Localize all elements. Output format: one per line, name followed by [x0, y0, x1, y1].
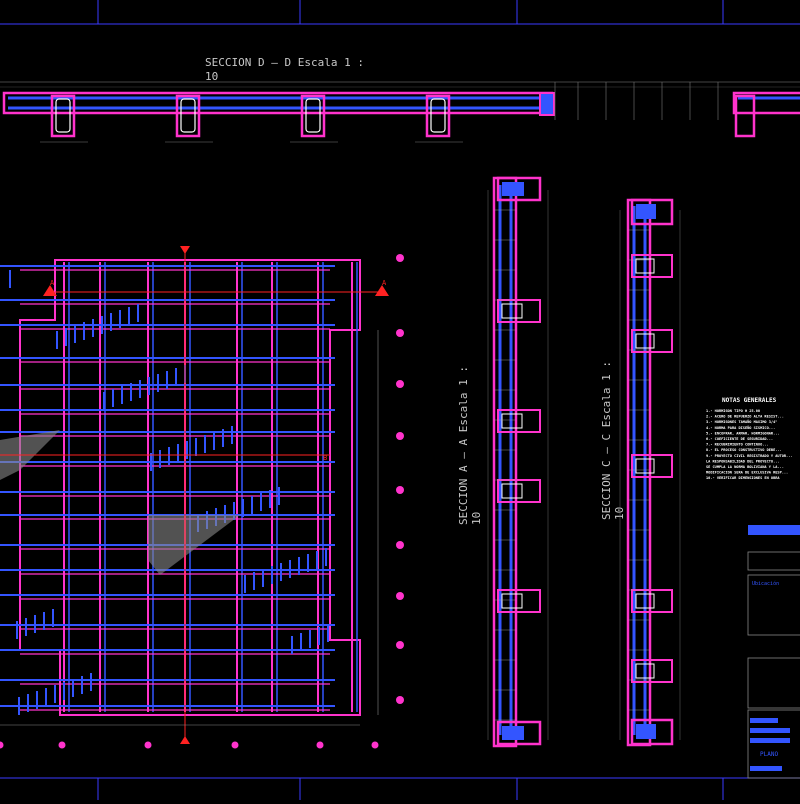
note-line: 6.- COEFICIENTE DE SEGURIDAD...: [706, 437, 773, 441]
grid-bubble: [396, 329, 404, 337]
note-line: 9.- PROYECTO CIVIL REGISTRADO Y AUTOR...: [706, 454, 793, 458]
section-aa: SECCION A – A Escala 1 : 10: [457, 176, 549, 748]
section-aa-title: SECCION A – A Escala 1 :: [457, 366, 470, 525]
grid-bubble: [371, 741, 379, 749]
note-line: 10.- VERIFICAR DIMENSIONES EN OBRA: [706, 476, 780, 480]
plan-marker-left: A: [50, 279, 55, 287]
note-line: 8.- EL PROCESO CONSTRUCTIVO DEBE...: [706, 448, 782, 452]
section-cc-title: SECCION C – C Escala 1 :: [600, 361, 613, 520]
notes-heading: NOTAS GENERALES: [722, 397, 777, 404]
grid-bubble: [316, 741, 324, 749]
grid-bubble: [396, 254, 404, 262]
note-line: 3.- HORMIGONES TAMAÑO MAXIMO 3/4": [706, 419, 777, 424]
grid-bubble: [396, 641, 404, 649]
section-rib: [631, 589, 673, 613]
grid-bubble: [58, 741, 66, 749]
section-rib: [631, 254, 673, 278]
grid-bubble: [396, 486, 404, 494]
section-rib: [631, 454, 673, 478]
note-line: 1.- HORMIGON TIPO H 25.00: [706, 409, 760, 413]
section-rib: [497, 409, 541, 433]
floor-plan: A A B: [0, 246, 404, 749]
section-stirrup: [501, 593, 523, 609]
title-block-client: Ubicación: [752, 580, 779, 587]
note-line: SE CUMPLA LA NORMA BOLIVIANA Y LA...: [706, 465, 784, 469]
section-aa-title-scale: 10: [470, 512, 483, 525]
section-stirrup: [635, 593, 655, 609]
title-block-label: PLANO: [760, 751, 778, 758]
note-line: 5.- ENCOFRAR, ARMAR, HORMIGONAR...: [706, 431, 780, 435]
section-rib: [497, 299, 541, 323]
grid-bubble: [396, 380, 404, 388]
section-stirrup: [501, 483, 523, 499]
section-stirrup: [635, 258, 655, 274]
grid-bubble: [396, 432, 404, 440]
grid-bubble: [396, 541, 404, 549]
section-cc-title-scale: 10: [613, 507, 626, 520]
title-block: Ubicación PLANO: [747, 525, 800, 779]
section-rib: [497, 589, 541, 613]
grid-bubble: [396, 592, 404, 600]
section-rib: [631, 659, 673, 683]
section-stirrup: [635, 663, 655, 679]
note-line: 7.- RECUBRIMIENTO CONTINUO...: [706, 443, 769, 447]
general-notes: NOTAS GENERALES 1.- HORMIGON TIPO H 25.0…: [706, 397, 793, 480]
grid-bubble: [144, 741, 152, 749]
section-stirrup: [635, 458, 655, 474]
section-dd-title: SECCION D – D Escala 1 :: [205, 56, 364, 69]
grid-bubble: [396, 696, 404, 704]
note-line: LA RESPONSABILIDAD DEL PROYECTO...: [706, 459, 780, 463]
section-rib: [497, 479, 541, 503]
grid-bubble: [0, 741, 4, 749]
note-line: 4.- NORMA PARA DISEÑO SISMICO...: [706, 425, 775, 430]
section-stirrup: [501, 413, 523, 429]
note-line: MODIFICACION SERA DE EXCLUSIVA RESP...: [706, 471, 788, 475]
grid-bubble: [231, 741, 239, 749]
note-line: 2.- ACERO DE REFUERZO ALTA RESIST...: [706, 415, 784, 419]
section-dd: SECCION D – D Escala 1 : 10: [0, 56, 800, 143]
section-cc: SECCION C – C Escala 1 : 10: [600, 198, 681, 747]
plan-marker-right: A: [382, 279, 387, 287]
section-rib: [631, 329, 673, 353]
section-stirrup: [501, 303, 523, 319]
plan-marker-row: B: [323, 454, 327, 462]
section-dd-title-scale: 10: [205, 70, 218, 83]
section-stirrup: [635, 333, 655, 349]
